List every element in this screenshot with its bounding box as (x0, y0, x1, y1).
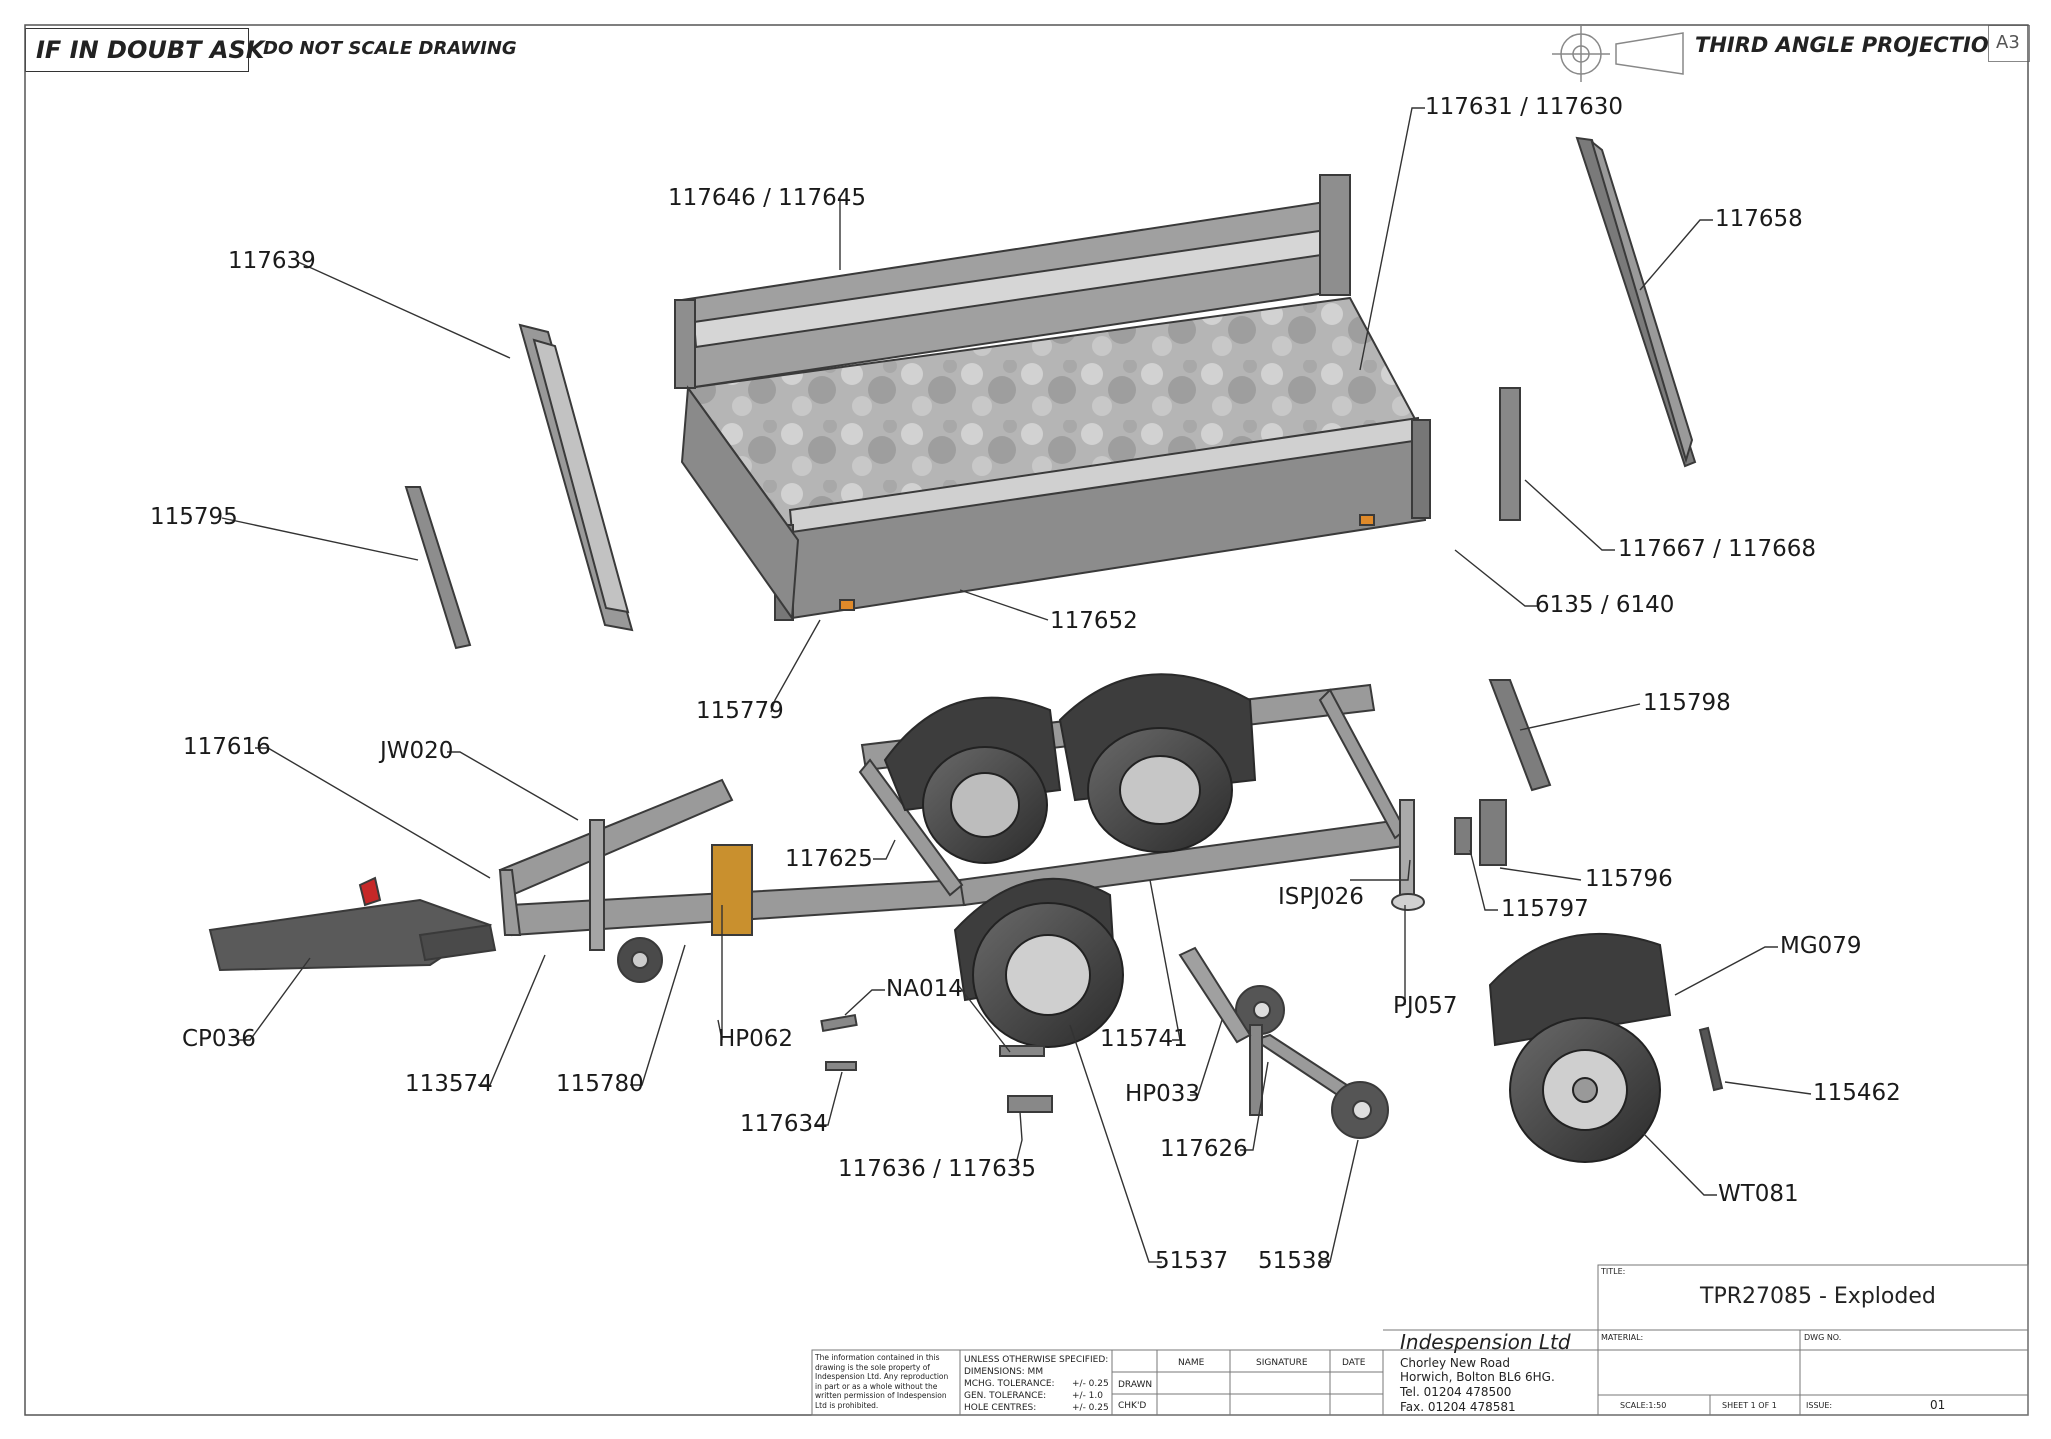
row-drawn: DRAWN (1118, 1380, 1153, 1390)
callout-117667: 117667 / 117668 (1618, 536, 1816, 562)
company-fax: Fax. 01204 478581 (1400, 1400, 1516, 1414)
drawing-title: TPR27085 - Exploded (1700, 1284, 1936, 1309)
hole-centres-value: +/- 0.25 (1072, 1403, 1109, 1413)
tipping-ram (711, 844, 753, 936)
callout-PJ057: PJ057 (1393, 993, 1458, 1019)
callout-115780: 115780 (556, 1071, 644, 1097)
callout-113574: 113574 (405, 1071, 493, 1097)
callout-NA014: NA014 (886, 976, 963, 1002)
loose-road-wheel (1509, 1017, 1661, 1163)
row-checked: CHK'D (1118, 1401, 1147, 1411)
callout-CP036: CP036 (182, 1026, 256, 1052)
callout-117631: 117631 / 117630 (1425, 94, 1623, 120)
callout-115795: 115795 (150, 504, 238, 530)
scale-notice: DO NOT SCALE DRAWING (263, 38, 517, 59)
callout-JW020: JW020 (378, 738, 453, 764)
sheet-size: A3 (1996, 32, 2020, 53)
prop-jack (1391, 799, 1425, 911)
material-label: MATERIAL: (1601, 1333, 1644, 1342)
tub-rear-side (674, 174, 1351, 390)
callout-117639: 117639 (228, 248, 316, 274)
infill-panel-right (1488, 679, 1552, 792)
drawing-number-label: DWG NO. (1804, 1333, 1842, 1342)
callout-WT081: WT081 (1718, 1181, 1799, 1207)
infill-panel-left (404, 486, 472, 650)
callout-115779: 115779 (696, 698, 784, 724)
lamp-bracket (1454, 799, 1507, 866)
corner-post-right (1499, 387, 1521, 521)
callout-HP033: HP033 (1125, 1081, 1200, 1107)
leader-lines (221, 107, 1812, 1263)
projection-label: THIRD ANGLE PROJECTION (1695, 33, 2007, 57)
gen-tolerance-label: GEN. TOLERANCE: (964, 1391, 1047, 1401)
callout-51538: 51538 (1258, 1248, 1331, 1274)
callout-115796: 115796 (1585, 866, 1673, 892)
callout-115797: 115797 (1501, 896, 1589, 922)
callout-117616: 117616 (183, 734, 271, 760)
issue-label: ISSUE: (1806, 1401, 1833, 1410)
issue-value: 01 (1930, 1398, 1946, 1412)
callout-115741: 115741 (1100, 1026, 1188, 1052)
front-tailboard-panel (518, 323, 634, 632)
mchg-tolerance-label: MCHG. TOLERANCE: (964, 1379, 1055, 1389)
company-address-1: Chorley New Road (1400, 1356, 1510, 1370)
callout-117626: 117626 (1160, 1136, 1248, 1162)
callout-117634: 117634 (740, 1111, 828, 1137)
callout-ISPJ026: ISPJ026 (1278, 884, 1364, 910)
callout-MG079: MG079 (1780, 933, 1862, 959)
gen-tolerance-value: +/- 1.0 (1072, 1391, 1103, 1401)
sheet-count: SHEET 1 OF 1 (1722, 1401, 1777, 1410)
callout-117652: 117652 (1050, 608, 1138, 634)
mchg-tolerance-value: +/- 0.25 (1072, 1379, 1109, 1389)
title-label: TITLE: (1601, 1267, 1626, 1276)
confidential-notice: The information contained in this drawin… (815, 1353, 949, 1410)
callout-117658: 117658 (1715, 206, 1803, 232)
callout-117646: 117646 / 117645 (668, 185, 866, 211)
reflector (1698, 1026, 1724, 1092)
col-signature: SIGNATURE (1256, 1358, 1308, 1368)
callout-51537: 51537 (1155, 1248, 1228, 1274)
callout-115462: 115462 (1813, 1080, 1901, 1106)
callout-115798: 115798 (1643, 690, 1731, 716)
company-address-2: Horwich, Bolton BL6 6HG. (1400, 1370, 1555, 1384)
road-wheels-chassis (922, 727, 1233, 1048)
callout-HP062: HP062 (718, 1026, 793, 1052)
company-name: Indespension Ltd (1400, 1330, 1571, 1354)
col-name: NAME (1178, 1358, 1205, 1368)
jockey-wheel-assembly (589, 819, 663, 983)
doubt-notice-box (25, 28, 249, 72)
callout-117636: 117636 / 117635 (838, 1156, 1036, 1182)
hole-centres-label: HOLE CENTRES: (964, 1403, 1037, 1413)
coupling-head-assembly (208, 876, 497, 972)
small-hardware (820, 1013, 1053, 1113)
tub-left-end (680, 385, 800, 621)
doubt-notice: IF IN DOUBT ASK (36, 36, 265, 64)
col-date: DATE (1342, 1358, 1366, 1368)
shock-absorber (1178, 946, 1252, 1044)
unless-specified: UNLESS OTHERWISE SPECIFIED: (964, 1355, 1109, 1365)
company-tel: Tel. 01204 478500 (1400, 1385, 1512, 1399)
scale-value: SCALE:1:50 (1620, 1401, 1667, 1410)
title-block-grid (811, 1264, 2029, 1416)
projection-symbol-icon (1552, 26, 1684, 82)
callout-6135: 6135 / 6140 (1535, 592, 1674, 618)
sheet-size-box (1988, 25, 2030, 62)
dimensions-units: DIMENSIONS: MM (964, 1367, 1044, 1377)
axle-assembly (1235, 985, 1389, 1139)
loose-mudguard (1488, 932, 1672, 1047)
rear-ramp-panel (1575, 136, 1697, 468)
callout-117625: 117625 (785, 846, 873, 872)
